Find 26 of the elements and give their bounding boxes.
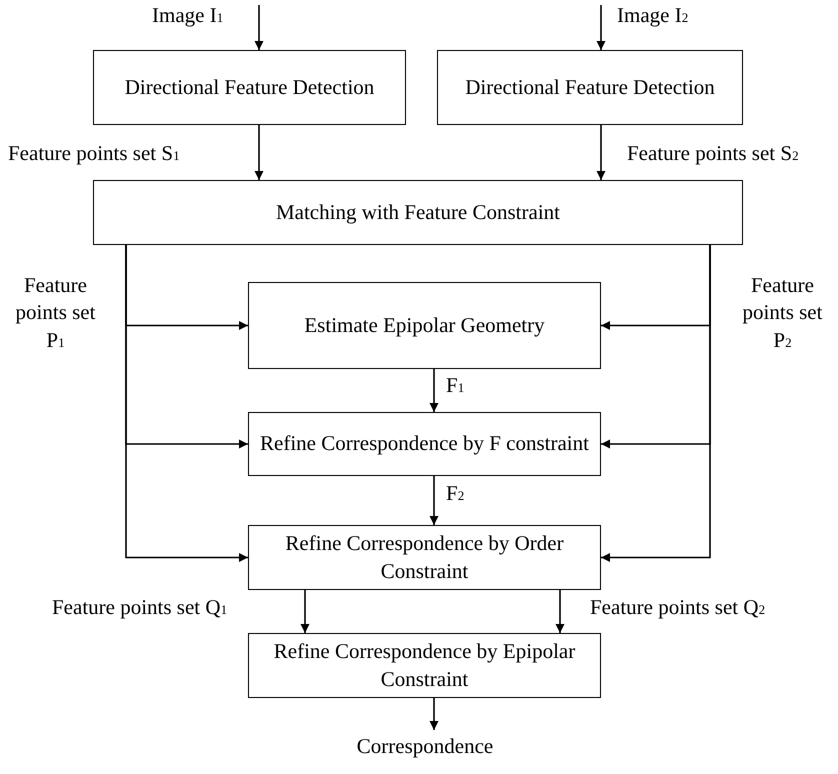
end-label: Correspondence bbox=[330, 730, 520, 764]
arrow bbox=[254, 5, 264, 50]
arrow bbox=[430, 476, 438, 525]
box-text: Matching with Feature Constraint bbox=[276, 198, 560, 226]
process-box bbox=[93, 50, 406, 125]
box-text: Refine Correspondence by F constraint bbox=[260, 430, 589, 458]
box-text: Estimate Epipolar Geometry bbox=[304, 312, 545, 339]
box-text: Directional Feature Detection bbox=[124, 74, 374, 101]
arrow bbox=[556, 590, 564, 633]
process-box bbox=[248, 525, 601, 590]
arrow bbox=[254, 125, 264, 180]
box-text: Refine Correspondence by Epipolar Constraint bbox=[272, 638, 576, 692]
process-box bbox=[93, 180, 743, 245]
arrow bbox=[430, 698, 438, 730]
arrow bbox=[596, 5, 606, 50]
arrow bbox=[430, 369, 438, 412]
process-box bbox=[248, 412, 601, 476]
process-box bbox=[437, 50, 743, 125]
arrow bbox=[125, 245, 248, 562]
process-box bbox=[248, 633, 601, 698]
box-text: Directional Feature Detection bbox=[465, 74, 715, 101]
arrow bbox=[596, 125, 606, 180]
box-text: Refine Correspondence by Order Constraint bbox=[284, 530, 565, 584]
process-box bbox=[248, 282, 601, 369]
arrow bbox=[601, 245, 711, 562]
arrow bbox=[300, 590, 310, 633]
